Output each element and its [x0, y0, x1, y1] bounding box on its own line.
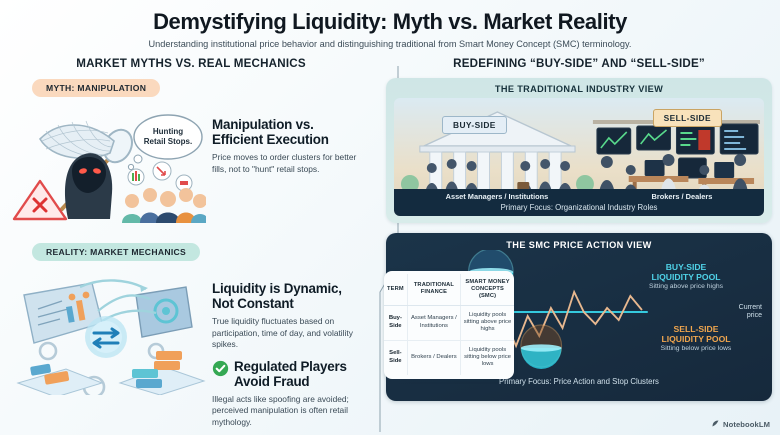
retail-crowd-icon — [122, 188, 209, 223]
svg-text:Hunting: Hunting — [153, 127, 183, 136]
reality-copy: Liquidity is Dynamic, Not Constant True … — [206, 265, 372, 429]
sell-pool-title-line1: SELL-SIDE — [673, 324, 719, 334]
chart-screen-icon — [23, 282, 103, 344]
cell-traditional-buy: Asset Managers / Institutions — [406, 305, 461, 341]
page-subtitle: Understanding institutional price behavi… — [148, 39, 632, 49]
regulated-body: Illegal acts like spoofing are avoided; … — [212, 393, 349, 427]
regulated-heading: Regulated Players Avoid Fraud — [234, 359, 347, 389]
traditional-scene-footer: Asset Managers / Institutions Brokers / … — [394, 189, 764, 216]
regulated-players-copy: Regulated Players Avoid Fraud — [234, 359, 347, 389]
myth-badge-wrap: MYTH: MANIPULATION — [32, 78, 372, 97]
warning-triangle-icon — [12, 179, 68, 221]
cell-traditional-sell: Brokers / Dealers — [406, 340, 461, 375]
right-column: REDEFINING “BUY-SIDE” AND “SELL-SIDE” TH… — [382, 57, 780, 423]
role-buy-side: Asset Managers / Institutions — [445, 192, 549, 201]
buy-side-tag: BUY-SIDE — [442, 116, 507, 134]
reality-heading: Liquidity is Dynamic, Not Constant — [212, 281, 372, 311]
regulated-heading-line2: Avoid Fraud — [234, 373, 310, 389]
traditional-view-panel: THE TRADITIONAL INDUSTRY VIEW — [386, 78, 772, 223]
myth-copy: Manipulation vs. Efficient Execution Pri… — [206, 101, 372, 175]
hooded-figure-icon — [64, 153, 113, 219]
smc-panel-title: THE SMC PRICE ACTION VIEW — [506, 240, 652, 250]
buy-pool-title-line1: BUY-SIDE — [665, 262, 707, 272]
sell-pool-sub: Sitting below price lows — [660, 345, 732, 353]
table-row: Sell-Side Brokers / Dealers Liquidity po… — [384, 340, 514, 375]
current-price-label: Current price — [720, 304, 762, 321]
table-header-traditional: TRADITIONAL FINANCE — [406, 274, 461, 306]
current-price-line1: Current — [738, 304, 762, 311]
trading-screens — [592, 120, 761, 179]
current-price-line2: price — [746, 312, 762, 320]
sell-side-tag: SELL-SIDE — [652, 109, 722, 127]
table-header-smc: SMART MONEY CONCEPTS (SMC) — [460, 274, 514, 306]
myth-heading: Manipulation vs. Efficient Execution — [212, 117, 372, 147]
myth-block: Hunting Retail Stops. — [10, 101, 372, 228]
myth-body: Price moves to order clusters for better… — [212, 152, 357, 174]
buy-pool-sub: Sitting above price highs — [648, 283, 724, 291]
regulated-heading-line1: Regulated Players — [234, 358, 347, 374]
cell-smc-sell: Liquidity pools sitting below price lows — [460, 340, 514, 375]
role-sell-side: Brokers / Dealers — [651, 192, 713, 201]
reality-body: True liquidity fluctuates based on parti… — [212, 316, 353, 350]
buy-side-pool-label: BUY-SIDE LIQUIDITY POOL Sitting above pr… — [626, 262, 746, 290]
traditional-panel-title: THE TRADITIONAL INDUSTRY VIEW — [494, 84, 664, 94]
traditional-focus: Primary Focus: Organizational Industry R… — [500, 203, 658, 212]
reality-block: Liquidity is Dynamic, Not Constant True … — [10, 265, 372, 429]
cell-smc-buy: Liquidity pools sitting above price high… — [460, 305, 514, 341]
traditional-scene: BUY-SIDE SELL-SIDE Asset Managers / Inst… — [394, 98, 764, 216]
terminology-comparison-table: TERM TRADITIONAL FINANCE SMART MONEY CON… — [384, 271, 514, 379]
cell-term-sell: Sell-Side — [389, 350, 402, 364]
notebooklm-watermark: NotebookLM — [711, 419, 770, 430]
table-header-row: TERM TRADITIONAL FINANCE SMART MONEY CON… — [384, 274, 514, 306]
sell-side-liquidity-pool — [520, 324, 563, 369]
alert-icons — [127, 161, 193, 192]
table-row: Buy-Side Asset Managers / Institutions L… — [384, 305, 514, 341]
page-header: Demystifying Liquidity: Myth vs. Market … — [0, 0, 780, 51]
cell-term-buy: Buy-Side — [384, 305, 408, 341]
reality-badge: REALITY: MARKET MECHANICS — [32, 243, 201, 261]
left-column: MARKET MYTHS VS. REAL MECHANICS MYTH: MA… — [0, 57, 382, 427]
myth-heading-line2: Efficient Execution — [212, 132, 329, 147]
notebooklm-label: NotebookLM — [723, 420, 770, 429]
regulated-players-block: Regulated Players Avoid Fraud — [212, 359, 372, 389]
reality-heading-line1: Liquidity is Dynamic, — [212, 281, 342, 296]
thought-bubble: Hunting Retail Stops. — [127, 114, 203, 171]
myth-heading-line1: Manipulation vs. — [212, 117, 314, 132]
reality-badge-wrap: REALITY: MARKET MECHANICS — [32, 242, 372, 261]
sell-side-pool-label: SELL-SIDE LIQUIDITY POOL Sitting below p… — [636, 324, 756, 352]
table-header-term: TERM — [384, 274, 408, 306]
data-blocks — [16, 351, 206, 398]
traditional-roles: Asset Managers / Institutions Brokers / … — [394, 192, 764, 201]
buy-pool-title-line2: LIQUIDITY POOL — [651, 272, 721, 283]
check-circle-icon — [212, 360, 229, 382]
svg-text:Retail Stops.: Retail Stops. — [144, 137, 192, 146]
gear-screen-icon — [135, 286, 193, 338]
left-column-heading: MARKET MYTHS VS. REAL MECHANICS — [76, 57, 306, 70]
exchange-icon — [85, 316, 127, 358]
net-icon — [38, 120, 133, 164]
page-title: Demystifying Liquidity: Myth vs. Market … — [153, 9, 627, 34]
notebooklm-icon — [711, 419, 720, 430]
smc-focus: Primary Focus: Price Action and Stop Clu… — [499, 377, 659, 386]
reality-illustration — [10, 265, 206, 400]
sell-pool-title-line2: LIQUIDITY POOL — [661, 334, 731, 345]
myth-badge: MYTH: MANIPULATION — [32, 79, 161, 97]
myth-illustration: Hunting Retail Stops. — [10, 101, 209, 228]
reality-heading-line2: Not Constant — [212, 296, 294, 311]
right-column-heading: REDEFINING “BUY-SIDE” AND “SELL-SIDE” — [453, 57, 705, 70]
